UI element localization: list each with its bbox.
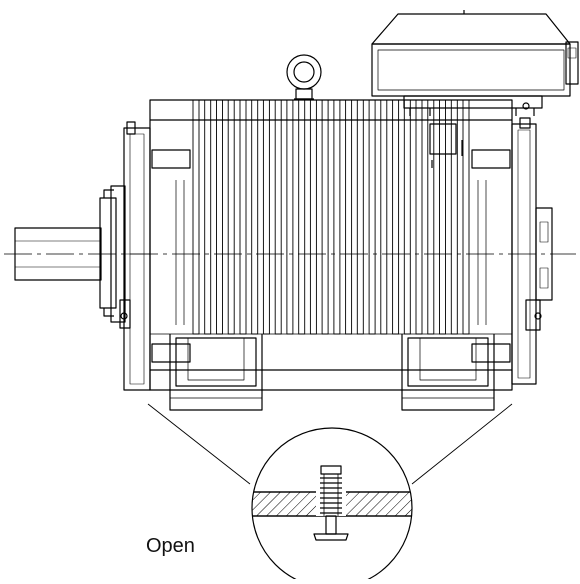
terminal-box xyxy=(371,10,579,168)
cooling-fin xyxy=(309,99,317,335)
mounting-feet xyxy=(169,334,495,411)
cooling-fin xyxy=(204,99,212,335)
cooling-fins xyxy=(192,99,470,335)
cooling-fin xyxy=(345,99,353,335)
cooling-fin xyxy=(251,99,259,335)
cooling-fin xyxy=(262,99,270,335)
cooling-fin xyxy=(298,99,306,335)
cooling-fin xyxy=(368,99,376,335)
cooling-fin xyxy=(450,99,458,335)
cooling-fin xyxy=(427,99,435,335)
cooling-fin xyxy=(227,99,235,335)
cooling-fin xyxy=(380,99,388,335)
cooling-fin xyxy=(392,99,400,335)
cooling-fin xyxy=(403,99,411,335)
cooling-fin xyxy=(333,99,341,335)
cooling-fin xyxy=(415,99,423,335)
fan-cover xyxy=(511,117,553,385)
cooling-fin xyxy=(239,99,247,335)
cooling-fin xyxy=(286,99,294,335)
frame-clamps xyxy=(151,149,511,363)
cooling-fin xyxy=(462,99,470,335)
shaft xyxy=(14,227,102,281)
cooling-fin xyxy=(216,99,223,335)
cooling-fin xyxy=(356,99,364,335)
cooling-fin xyxy=(439,99,446,335)
cooling-fin xyxy=(321,99,329,335)
detail-caption: Open xyxy=(146,535,195,557)
cooling-fin xyxy=(192,99,200,335)
lifting-eye xyxy=(286,54,322,100)
drive-end-shield xyxy=(119,121,151,391)
detail-leader-lines xyxy=(147,403,513,485)
cooling-fin xyxy=(274,99,282,335)
detail-view-open xyxy=(251,427,413,584)
